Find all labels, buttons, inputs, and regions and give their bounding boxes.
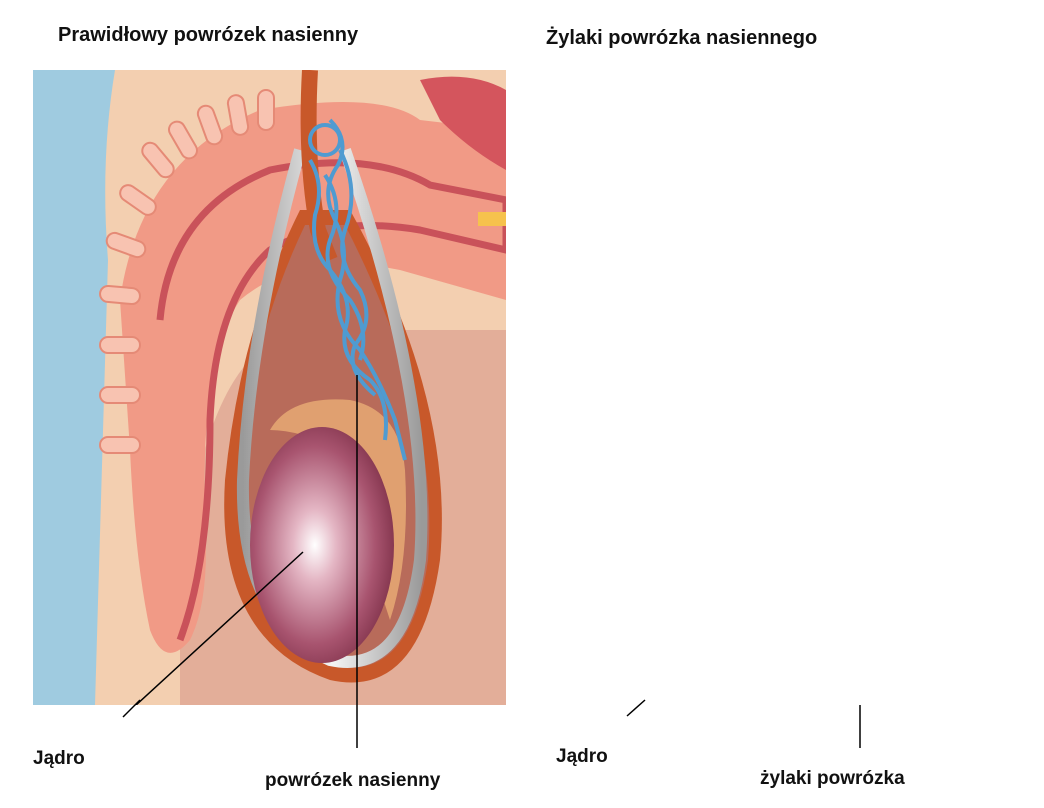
label-testis-normal: Jądro — [33, 748, 85, 769]
testis-right — [752, 427, 896, 663]
normal-anatomy-group — [33, 70, 506, 705]
epididymis — [270, 399, 406, 620]
label-testis-varicocele: Jądro — [556, 746, 608, 767]
panel-title-varicocele: Żylaki powrózka nasiennego — [546, 27, 818, 49]
normal-veins — [308, 118, 407, 461]
dilated-veins — [786, 125, 911, 464]
testis — [250, 427, 394, 663]
testis-pointer — [134, 551, 304, 705]
label-cord-varicocele: żylaki powrózka — [760, 768, 905, 789]
penis-shape — [120, 102, 506, 653]
panel-title-normal: Prawidłowy powrózek nasienny — [58, 24, 359, 46]
varicocele-anatomy-group — [535, 70, 1010, 748]
label-cord-normal: powrózek nasienny — [265, 770, 441, 791]
background-region — [33, 70, 115, 705]
